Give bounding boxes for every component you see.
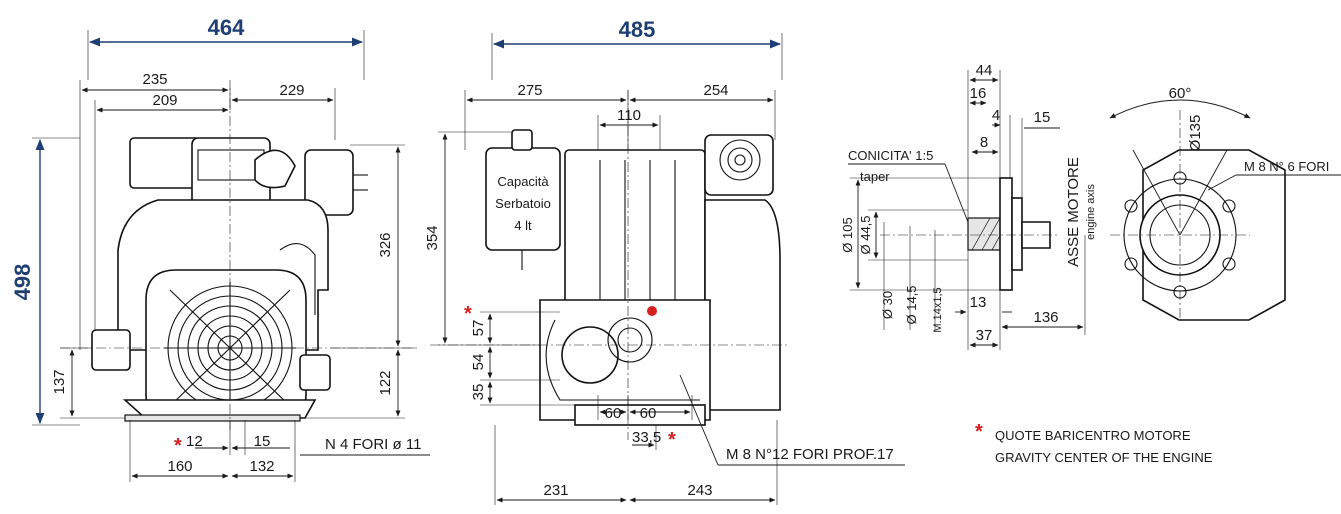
front-engine-body xyxy=(91,137,368,422)
shaft-dia-30: Ø 30 xyxy=(880,291,895,319)
legend-line1: QUOTE BARICENTRO MOTORE xyxy=(995,428,1191,443)
shaft-dia-105: Ø 105 xyxy=(840,217,855,252)
side-cog-marker-offset: * xyxy=(668,429,676,451)
front-height-137: 137 xyxy=(51,369,68,394)
side-height-54: 54 xyxy=(470,354,487,371)
front-overall-height: 498 xyxy=(10,264,35,301)
front-foot-12: 12 xyxy=(186,433,203,450)
shaft-dim-8: 8 xyxy=(980,134,988,151)
front-cog-marker: * xyxy=(174,435,182,457)
fuel-tank: Capacità Serbatoio 4 lt xyxy=(485,129,561,270)
legend: * QUOTE BARICENTRO MOTORE GRAVITY CENTER… xyxy=(975,421,1213,465)
side-height-354: 354 xyxy=(424,225,441,250)
shaft-dim-15: 15 xyxy=(1034,109,1051,126)
front-view: 464 498 235 209 229 326 122 137 xyxy=(10,15,430,482)
flange-detail: 60° Ø135 M 8 N° 6 FORI xyxy=(1109,85,1341,321)
engine-axis-label-en: engine axis xyxy=(1085,184,1097,240)
front-foot-132: 132 xyxy=(249,458,274,475)
shaft-dim-13: 13 xyxy=(970,294,987,311)
side-overall-width: 485 xyxy=(619,17,656,42)
front-width-235: 235 xyxy=(142,71,167,88)
side-height-57: 57 xyxy=(470,320,487,337)
taper-label: CONICITA' 1:5 xyxy=(848,148,933,163)
taper-label-en: taper xyxy=(860,169,890,184)
side-cog-offset: 33,5 xyxy=(632,429,661,446)
tank-label-line3: 4 lt xyxy=(514,218,532,233)
shaft-dim-4: 4 xyxy=(992,107,1000,124)
shaft-thread: M.14x1,5 xyxy=(932,287,944,332)
side-bolt-60-left: 60 xyxy=(605,405,622,422)
legend-line2: GRAVITY CENTER OF THE ENGINE xyxy=(995,450,1213,465)
legend-marker: * xyxy=(975,421,983,443)
shaft-detail: 44 16 4 15 8 CONICITA' 1:5 taper Ø 105 Ø… xyxy=(840,62,1097,350)
front-width-229: 229 xyxy=(279,82,304,99)
shaft-dia-44-5: Ø 44,5 xyxy=(858,215,873,254)
flange-holes: M 8 N° 6 FORI xyxy=(1244,159,1329,174)
side-view: 485 275 254 110 354 Capacità Serbatoio 4… xyxy=(424,17,905,505)
tank-label-line2: Serbatoio xyxy=(495,196,551,211)
side-width-275: 275 xyxy=(517,82,542,99)
side-height-35: 35 xyxy=(470,384,487,401)
shaft-dia-14-5: Ø 14,5 xyxy=(904,285,919,324)
tank-label-line1: Capacità xyxy=(497,174,549,189)
side-width-254: 254 xyxy=(703,82,728,99)
shaft-dim-44: 44 xyxy=(976,62,993,79)
side-base-243: 243 xyxy=(687,482,712,499)
side-top-110: 110 xyxy=(617,107,641,124)
shaft-dim-16: 16 xyxy=(970,85,987,102)
front-foot-160: 160 xyxy=(167,458,192,475)
shaft-dim-37: 37 xyxy=(976,327,993,344)
flange-bolt-circle: Ø135 xyxy=(1187,115,1204,152)
front-width-209: 209 xyxy=(152,92,177,109)
engine-axis-label: ASSE MOTORE xyxy=(1065,157,1082,267)
side-base-231: 231 xyxy=(543,482,568,499)
front-foot-15: 15 xyxy=(254,433,271,450)
flange-angle: 60° xyxy=(1169,85,1192,102)
front-mount-holes: N 4 FORI ø 11 xyxy=(325,436,421,453)
front-overall-width: 464 xyxy=(208,15,245,40)
side-cog-marker-57: * xyxy=(464,303,472,325)
shaft-dim-136: 136 xyxy=(1033,309,1058,326)
side-engine-body xyxy=(539,134,781,426)
front-height-326: 326 xyxy=(377,232,394,257)
side-bolt-60-right: 60 xyxy=(640,405,657,422)
side-flange-holes: M 8 N°12 FORI PROF.17 xyxy=(726,446,894,463)
front-height-122: 122 xyxy=(377,370,394,395)
